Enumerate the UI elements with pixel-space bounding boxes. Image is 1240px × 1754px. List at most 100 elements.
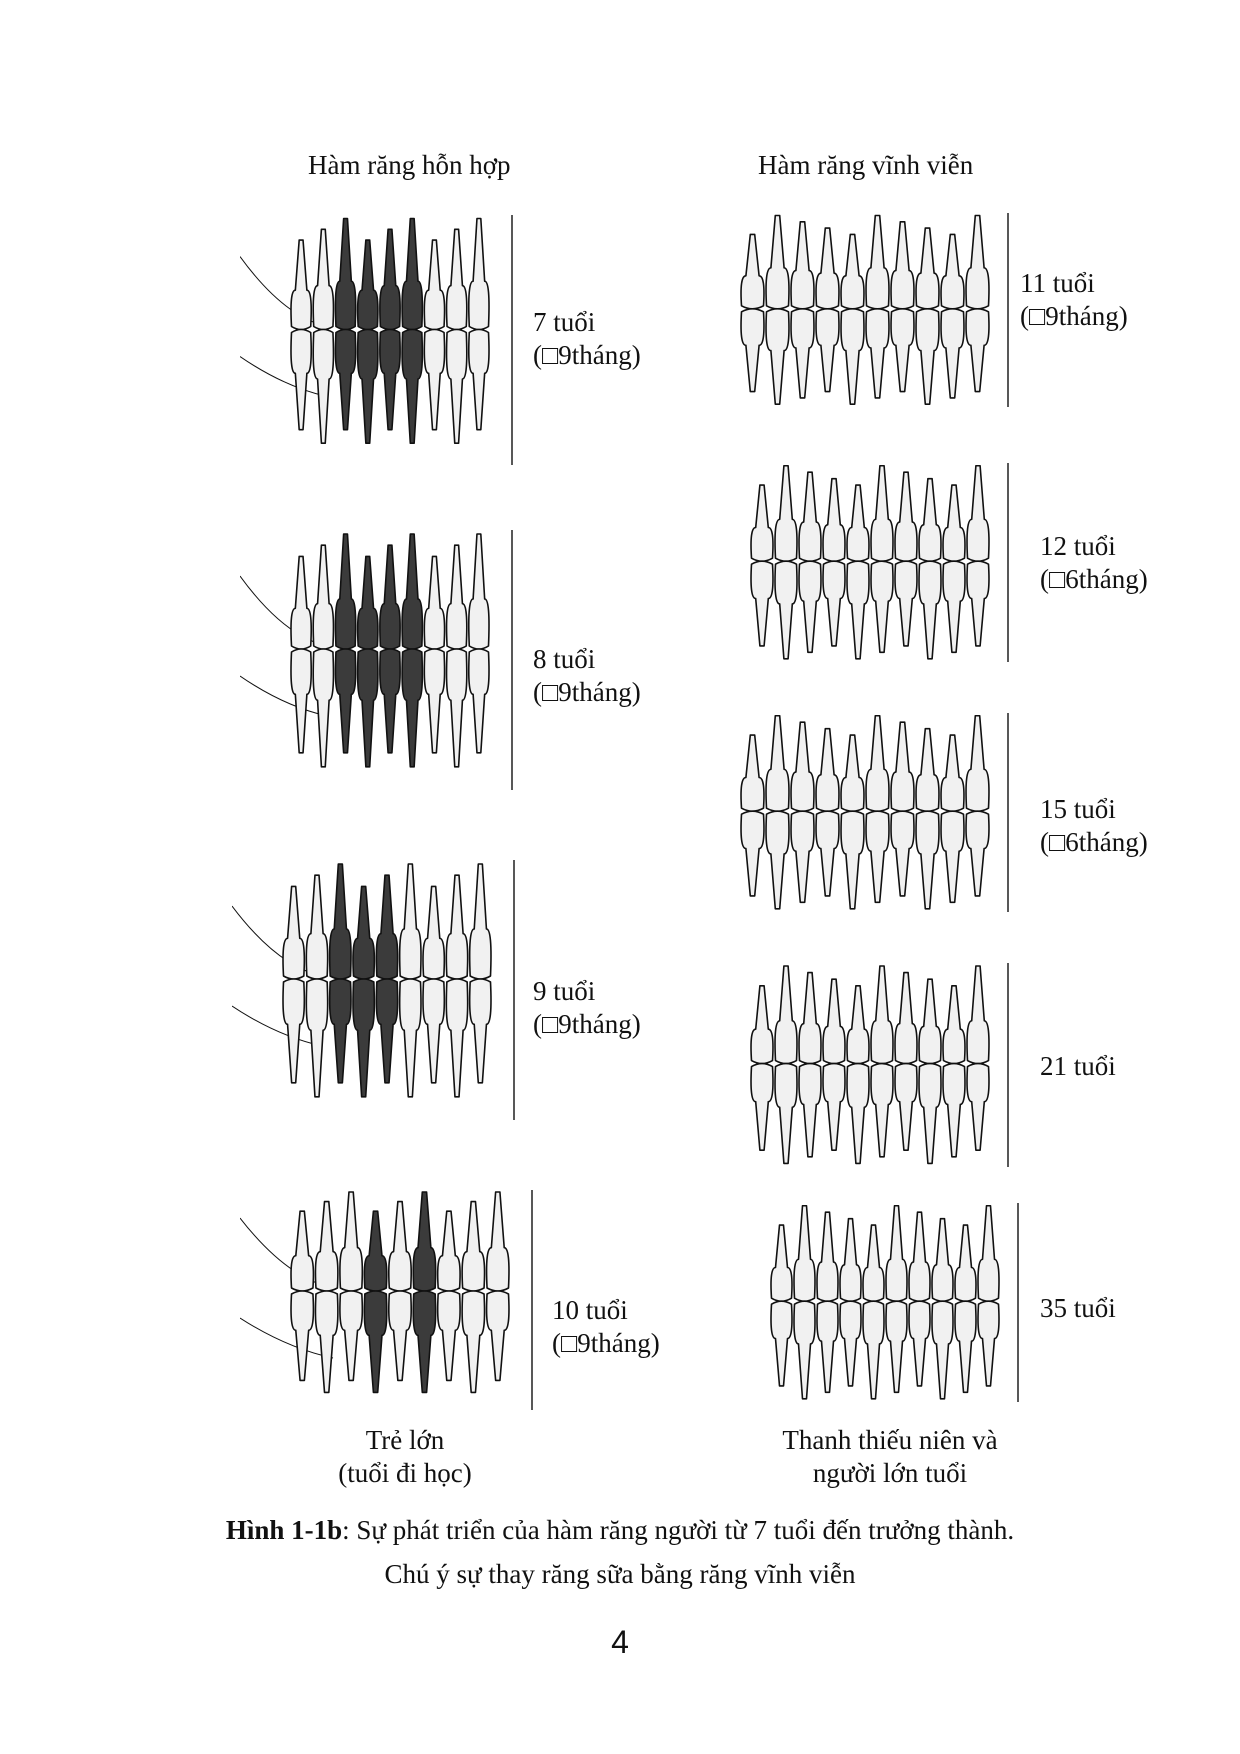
upper-tooth (312, 544, 335, 650)
lower-tooth (352, 978, 376, 1098)
lower-tooth (765, 308, 790, 405)
age-label-11y: 11 tuổi (□9tháng) (1020, 267, 1128, 333)
lower-tooth (862, 1300, 885, 1400)
dentition-drawing-9y (232, 850, 532, 1130)
upper-tooth (870, 464, 894, 562)
upper-tooth (334, 533, 357, 650)
upper-tooth (798, 971, 822, 1065)
lower-tooth (966, 560, 990, 647)
lower-tooth (793, 1300, 816, 1400)
lower-tooth (840, 810, 865, 910)
lower-tooth (328, 978, 352, 1084)
lower-tooth (290, 328, 313, 431)
upper-tooth (765, 714, 790, 812)
lower-tooth (846, 1062, 870, 1165)
age-value: 10 tuổi (552, 1295, 628, 1325)
upper-tooth (954, 1224, 977, 1302)
dentition-drawing-15y (700, 705, 1020, 920)
age-value: 12 tuổi (1040, 531, 1116, 561)
dentition-drawing-35y (730, 1195, 1030, 1410)
lower-tooth (865, 810, 890, 904)
lower-tooth (468, 978, 492, 1084)
age-note: (□9tháng) (1020, 301, 1128, 331)
upper-tooth (363, 1210, 388, 1292)
lower-tooth (334, 328, 357, 431)
upper-tooth (387, 1200, 413, 1292)
age-note: (□6tháng) (1040, 827, 1148, 857)
lower-tooth (290, 648, 313, 754)
age-value: 15 tuổi (1040, 794, 1116, 824)
lower-tooth (846, 560, 870, 660)
lower-tooth (461, 1290, 486, 1394)
age-value: 35 tuổi (1040, 1293, 1116, 1323)
lower-tooth (750, 1062, 774, 1151)
upper-tooth (890, 721, 915, 812)
lower-tooth (401, 648, 424, 768)
lower-tooth (894, 560, 918, 647)
lower-tooth (467, 648, 490, 754)
lower-tooth (312, 648, 335, 768)
lower-tooth (815, 810, 840, 897)
dentition-drawing-11y (700, 205, 1020, 415)
age-value: 11 tuổi (1020, 268, 1095, 298)
age-label-9y: 9 tuổi (□9tháng) (533, 975, 641, 1041)
lower-tooth (931, 1300, 954, 1400)
upper-tooth (918, 477, 942, 562)
lower-tooth (379, 648, 401, 754)
lower-tooth (445, 648, 468, 768)
upper-tooth (885, 1204, 908, 1302)
age-label-35y: 35 tuổi (1040, 1292, 1116, 1325)
upper-tooth (894, 471, 918, 562)
lower-tooth (423, 328, 446, 431)
lower-tooth (839, 1300, 862, 1387)
upper-tooth (865, 214, 890, 310)
upper-tooth (774, 965, 798, 1065)
dentition-drawing-10y (240, 1180, 550, 1420)
lower-tooth (750, 560, 774, 647)
lower-tooth (740, 810, 765, 897)
upper-tooth (401, 533, 424, 650)
dentition-drawing-7y (240, 205, 530, 475)
lower-tooth (870, 1062, 894, 1158)
upper-tooth (379, 544, 401, 650)
upper-tooth (966, 965, 990, 1065)
age-label-15y: 15 tuổi (□6tháng) (1040, 793, 1148, 859)
upper-tooth (290, 1210, 315, 1292)
upper-tooth (412, 1191, 437, 1292)
upper-tooth (822, 978, 846, 1065)
upper-tooth (401, 217, 424, 331)
upper-tooth (865, 714, 890, 812)
upper-tooth (870, 965, 894, 1065)
lower-tooth (363, 1290, 388, 1394)
lower-tooth (815, 308, 840, 393)
upper-tooth (816, 1211, 839, 1302)
upper-tooth (290, 555, 313, 650)
caption-line-1: Hình 1-1b: Sự phát triển của hàm răng ng… (0, 1508, 1240, 1552)
lower-tooth (423, 648, 446, 754)
lower-tooth (954, 1300, 977, 1394)
dentition-drawing-8y (240, 520, 530, 800)
upper-tooth (290, 239, 313, 331)
lower-tooth (375, 978, 399, 1084)
age-note: (□6tháng) (1040, 564, 1148, 594)
upper-tooth (793, 1204, 816, 1302)
upper-tooth (334, 217, 357, 331)
lower-tooth (312, 328, 335, 444)
lower-tooth (870, 560, 894, 654)
upper-tooth (468, 863, 492, 980)
upper-tooth (977, 1204, 1000, 1302)
upper-tooth (379, 228, 401, 331)
upper-tooth (790, 221, 815, 310)
lower-tooth (282, 978, 306, 1084)
lower-tooth (918, 560, 942, 660)
upper-tooth (815, 227, 840, 310)
mixed-dentition-footer: Trẻ lớn (tuổi đi học) (300, 1424, 510, 1490)
upper-tooth (965, 714, 990, 812)
age-label-21y: 21 tuổi (1040, 1050, 1116, 1083)
footer-line: Thanh thiếu niên và (782, 1425, 998, 1455)
upper-tooth (445, 544, 468, 650)
lower-tooth (966, 1062, 990, 1151)
dentition-drawing-21y (710, 955, 1020, 1175)
lower-tooth (885, 1300, 908, 1394)
lower-tooth (942, 560, 966, 654)
